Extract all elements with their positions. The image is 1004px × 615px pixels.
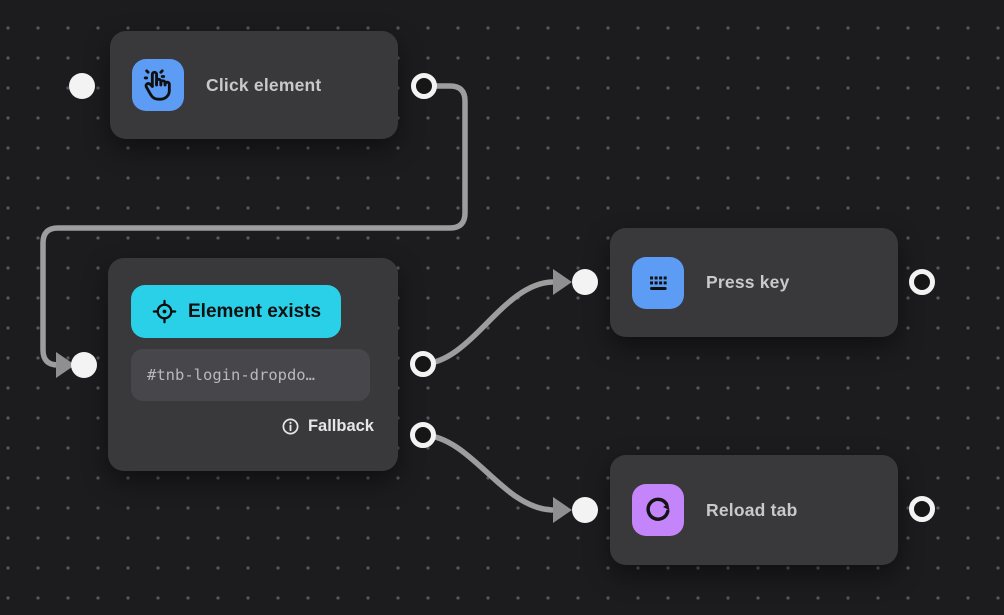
node-click-element[interactable]: Click element	[110, 31, 398, 139]
edge-exists-to-presskey[interactable]	[420, 279, 555, 367]
handle-input-reload-tab[interactable]	[572, 497, 598, 523]
selector-field[interactable]: #tnb-login-dropdo…	[131, 349, 370, 401]
reload-icon	[632, 484, 684, 536]
handle-output-element-exists[interactable]	[410, 351, 436, 377]
selector-value: #tnb-login-dropdo…	[147, 366, 315, 384]
node-press-key[interactable]: Press key	[610, 228, 898, 337]
handle-output-press-key[interactable]	[909, 269, 935, 295]
info-icon	[282, 418, 299, 435]
element-exists-badge-label: Element exists	[188, 300, 322, 322]
handle-input-element-exists[interactable]	[71, 352, 97, 378]
edge-fallback-to-reload-arrowhead	[553, 497, 572, 523]
edge-fallback-to-reload[interactable]	[420, 432, 555, 513]
node-click-element-label: Click element	[206, 74, 322, 95]
edge-click-to-exists-arrowhead	[56, 352, 75, 378]
target-locate-icon	[152, 299, 177, 324]
fallback-row: Fallback	[131, 417, 374, 436]
node-reload-tab-label: Reload tab	[706, 499, 798, 520]
node-element-exists[interactable]: Element exists #tnb-login-dropdo… Fallba…	[108, 258, 398, 471]
hand-tap-icon	[132, 59, 184, 111]
element-exists-badge[interactable]: Element exists	[131, 285, 342, 338]
keyboard-icon	[632, 256, 684, 309]
handle-output-click-element[interactable]	[411, 73, 437, 99]
node-press-key-label: Press key	[706, 272, 790, 292]
handle-output-reload-tab[interactable]	[909, 496, 935, 522]
node-reload-tab[interactable]: Reload tab	[610, 455, 898, 565]
fallback-label: Fallback	[307, 417, 374, 435]
handle-output-fallback[interactable]	[410, 422, 436, 448]
edge-click-to-exists[interactable]	[40, 83, 468, 368]
edge-exists-to-presskey-arrowhead	[553, 269, 572, 295]
handle-input-press-key[interactable]	[572, 269, 598, 295]
handle-input-click-element[interactable]	[69, 73, 95, 99]
